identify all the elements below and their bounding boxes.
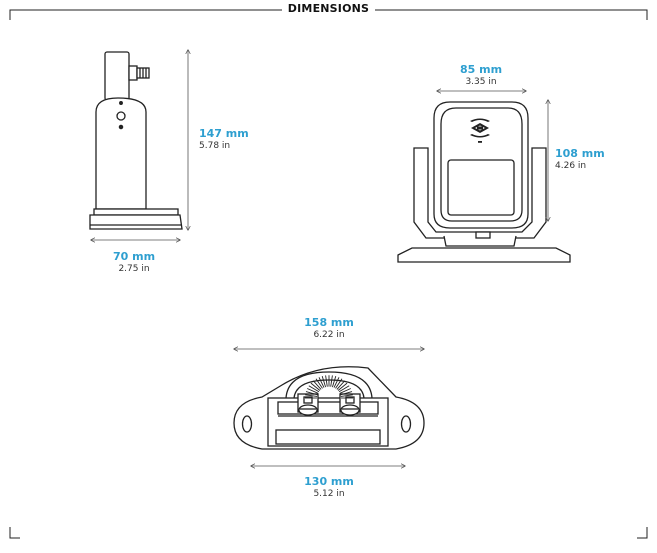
side-width-mm: 70 mm: [112, 250, 156, 263]
grille-slot: [315, 378, 323, 389]
base-mount-hole-left: [241, 415, 253, 433]
front-height-label: 108 mm 4.26 in: [555, 147, 605, 171]
side-body: [95, 97, 147, 210]
grille-slot: [335, 378, 343, 389]
side-base-top: [93, 208, 179, 216]
base-width-label: 158 mm 6.22 in: [284, 316, 374, 340]
side-height-in: 5.78 in: [199, 140, 231, 151]
grille-slot: [312, 380, 322, 390]
brand-logo-icon: [470, 118, 490, 143]
base-hole-spacing-label: 130 mm 5.12 in: [284, 475, 374, 499]
base-mount-hole-right: [400, 415, 412, 433]
grille-slot: [330, 375, 333, 387]
grille-slot: [308, 385, 320, 393]
page-frame: [9, 9, 648, 539]
front-height-in: 4.26 in: [555, 160, 587, 171]
page-title: DIMENSIONS: [0, 2, 657, 15]
front-base: [397, 247, 571, 263]
grille-slot: [310, 382, 321, 391]
base-view: [233, 366, 425, 450]
side-base: [89, 214, 183, 230]
front-width-in: 3.35 in: [465, 76, 497, 87]
grille-slot: [331, 375, 337, 388]
front-width-label: 85 mm 3.35 in: [441, 63, 521, 87]
front-view: [397, 101, 571, 263]
grille-slots: [305, 375, 353, 399]
side-button: [116, 111, 126, 121]
front-height-mm: 108 mm: [555, 147, 605, 160]
grille-slot: [333, 377, 340, 388]
grille-slot: [336, 380, 346, 390]
grille-slot: [305, 391, 318, 396]
grille-slot: [340, 391, 353, 396]
grille-slot: [325, 375, 328, 387]
base-hole-spacing-mm: 130 mm: [304, 475, 354, 488]
base-width-mm: 158 mm: [304, 316, 354, 329]
grille-slot: [318, 377, 325, 388]
grille-slot: [307, 388, 319, 394]
base-width-in: 6.22 in: [313, 329, 345, 340]
side-width-label: 70 mm 2.75 in: [94, 250, 174, 274]
front-sensor-lens: [447, 159, 515, 216]
side-width-in: 2.75 in: [118, 263, 150, 274]
side-height-mm: 147 mm: [199, 127, 249, 140]
grille-slot: [340, 394, 353, 397]
base-hole-spacing-in: 5.12 in: [313, 488, 345, 499]
side-height-label: 147 mm 5.78 in: [199, 127, 249, 151]
grille-slot: [337, 382, 348, 391]
side-view: [89, 51, 183, 230]
side-top-block: [104, 51, 130, 101]
side-connector: [128, 65, 138, 81]
grille-slot: [339, 388, 351, 394]
front-stand-neck: [443, 235, 517, 247]
grille-slot: [305, 394, 318, 397]
grille-slot: [321, 375, 327, 388]
grille-slot: [338, 385, 350, 393]
front-width-mm: 85 mm: [459, 63, 503, 76]
